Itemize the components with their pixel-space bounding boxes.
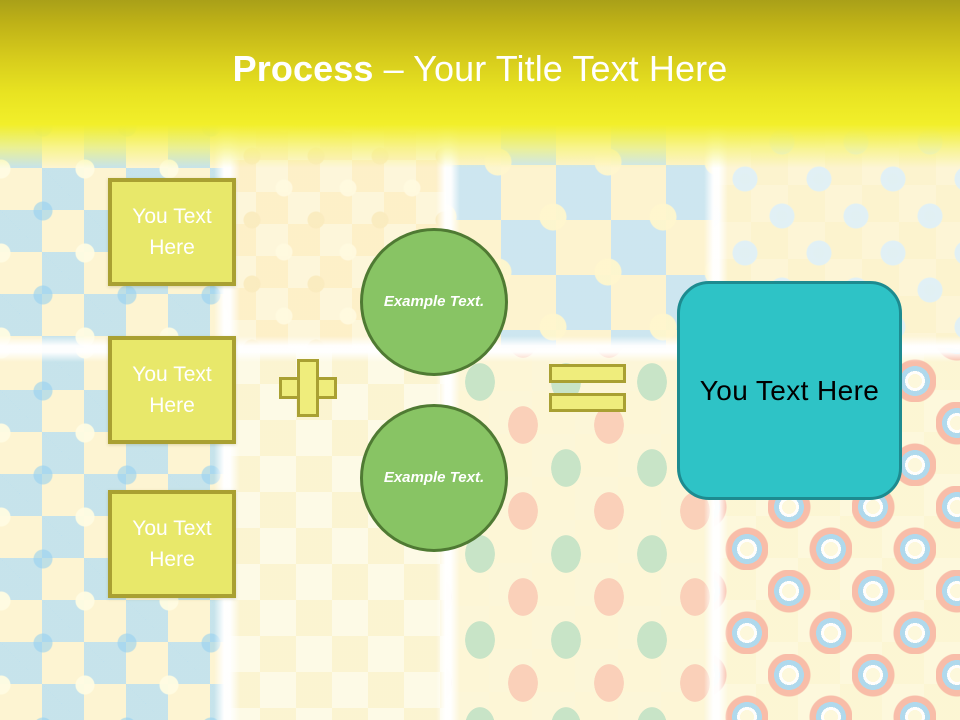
plus-icon	[279, 359, 337, 417]
title-bold-part: Process	[232, 48, 374, 89]
title-rest-part: – Your Title Text Here	[373, 48, 728, 89]
input-box-2-label: You Text Here	[132, 362, 212, 418]
input-box-1-label: You Text Here	[132, 204, 212, 260]
result-box[interactable]: You Text Here	[677, 281, 902, 500]
input-box-2[interactable]: You Text Here	[108, 336, 236, 444]
example-circle-2[interactable]: Example Text.	[360, 404, 508, 552]
example-circle-1[interactable]: Example Text.	[360, 228, 508, 376]
input-box-3-label: You Text Here	[132, 516, 212, 572]
page-title: Process – Your Title Text Here	[0, 48, 960, 90]
example-circle-1-label: Example Text.	[383, 293, 485, 311]
equals-icon	[549, 364, 626, 412]
title-band	[0, 0, 960, 168]
example-circle-2-label: Example Text.	[383, 469, 485, 487]
input-box-1[interactable]: You Text Here	[108, 178, 236, 286]
input-box-3[interactable]: You Text Here	[108, 490, 236, 598]
result-box-label: You Text Here	[699, 374, 880, 406]
